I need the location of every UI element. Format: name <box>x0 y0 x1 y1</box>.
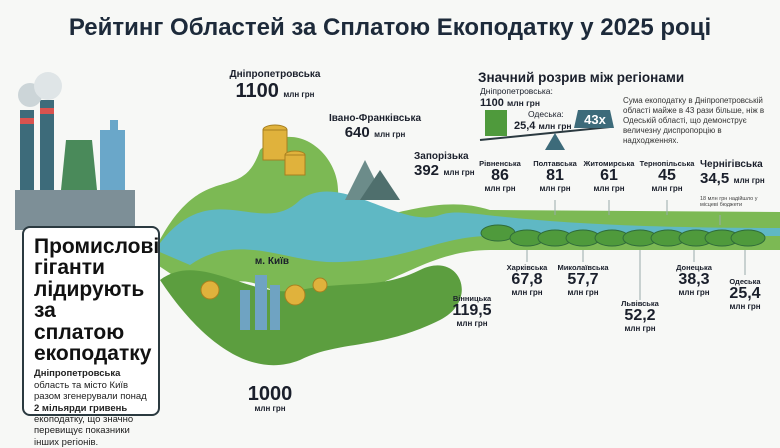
chernihiv-note: 18 млн грн надійшло у місцеві бюджети <box>700 196 758 208</box>
region-unit: млн грн <box>511 287 543 297</box>
region-value: 45 <box>658 166 676 184</box>
region-value: 67,8 <box>511 270 543 288</box>
gap-left-value: 1100 млн грн <box>480 97 540 109</box>
region-name: Вінницька <box>452 294 492 303</box>
region-name: Івано-Франківська <box>328 113 422 124</box>
region-unit: млн грн <box>484 183 516 193</box>
gap-right-region: Одеська: <box>528 109 564 119</box>
mountains <box>345 160 400 200</box>
region-value: 57,7 <box>567 270 599 288</box>
gap-title: Значний розрив між регіонами <box>478 70 685 85</box>
gap-left-number: 1100 <box>480 97 504 109</box>
region-name: Дніпропетровська <box>229 69 321 80</box>
region-name: Донецька <box>676 263 712 272</box>
river <box>155 191 780 265</box>
gap-right-number: 25,4 <box>514 120 536 132</box>
region-name: Львівська <box>621 299 659 308</box>
region-value: 81 <box>546 166 564 184</box>
region-value: 1000 <box>247 383 293 405</box>
land-lower <box>160 265 462 366</box>
region-unit: млн грн <box>733 175 765 185</box>
region-unit: млн грн <box>593 183 625 193</box>
region-name: м. Київ <box>254 256 290 267</box>
card-text-1: область та місто Київ разом згенерували … <box>34 379 147 403</box>
city-kyiv-buildings <box>240 275 280 330</box>
card-text: Дніпропетровська область та місто Київ р… <box>34 368 148 448</box>
card-bold-1: Дніпропетровська <box>34 368 121 380</box>
region-unit: млн грн <box>729 301 761 311</box>
region-name: Чернігівська <box>700 159 763 170</box>
region-name: Запорізька <box>414 151 469 162</box>
region-name: Тернопільська <box>639 159 695 168</box>
ratio-weight: 43x <box>584 112 606 127</box>
gap-left-unit: млн грн <box>506 98 540 108</box>
region-value: 38,3 <box>678 270 710 288</box>
illustration <box>15 72 780 366</box>
gap-right-unit: млн грн <box>538 121 572 131</box>
region-unit: млн грн <box>254 404 286 413</box>
region-unit: млн грн <box>539 183 571 193</box>
region-unit: млн грн <box>443 167 475 177</box>
region-value-line: 640 млн грн <box>329 123 421 142</box>
scale-illustration <box>479 110 614 150</box>
region-name: Рівненська <box>479 159 521 168</box>
card-bold-2: 2 мільярди гривень <box>34 402 128 414</box>
region-value: 25,4 <box>729 284 761 302</box>
region-unit: млн грн <box>678 287 710 297</box>
region-unit: млн грн <box>651 183 683 193</box>
region-name: Житомирська <box>583 159 635 168</box>
region-value: 61 <box>600 166 618 184</box>
region-value: 640 <box>344 123 370 141</box>
region-value-line: 1100 млн грн <box>230 79 321 102</box>
region-unit: млн грн <box>374 129 406 139</box>
factory-illustration <box>15 72 135 230</box>
region-name: Харківська <box>506 263 548 272</box>
region-name: Одеська <box>729 277 761 286</box>
region-value: 34,5 <box>700 169 730 187</box>
gap-text: Сума екоподатку в Дніпропетровській обла… <box>623 96 765 145</box>
region-unit: млн грн <box>283 89 315 99</box>
region-label-kyiv-name: м. Київ <box>254 256 290 268</box>
region-name: Миколаївська <box>557 263 609 272</box>
card-text-2: екоподатку, що значно перевищує показник… <box>34 414 134 448</box>
region-value: 392 <box>414 161 440 179</box>
region-value: 52,2 <box>624 306 656 324</box>
region-name: Полтавська <box>533 159 577 168</box>
region-unit: млн грн <box>624 323 656 333</box>
region-unit: млн грн <box>567 287 599 297</box>
region-value-line: 34,5 млн грн <box>700 169 765 188</box>
coin-stacks <box>200 124 328 306</box>
gap-right-value: 25,4 млн грн <box>514 120 572 132</box>
summary-card: Промислові гіганти лідирують за сплатою … <box>22 226 160 448</box>
region-value: 1100 <box>235 79 279 102</box>
region-value: 119,5 <box>452 301 492 319</box>
region-value: 86 <box>491 166 509 184</box>
card-heading: Промислові гіганти лідирують за сплатою … <box>34 235 160 366</box>
region-value-line: 392 млн грн <box>414 161 475 180</box>
page-title: Рейтинг Областей за Сплатою Екоподатку у… <box>68 14 712 41</box>
gap-left-region: Дніпропетровська: <box>480 86 553 96</box>
region-icons <box>480 200 766 300</box>
region-unit: млн грн <box>456 318 488 328</box>
